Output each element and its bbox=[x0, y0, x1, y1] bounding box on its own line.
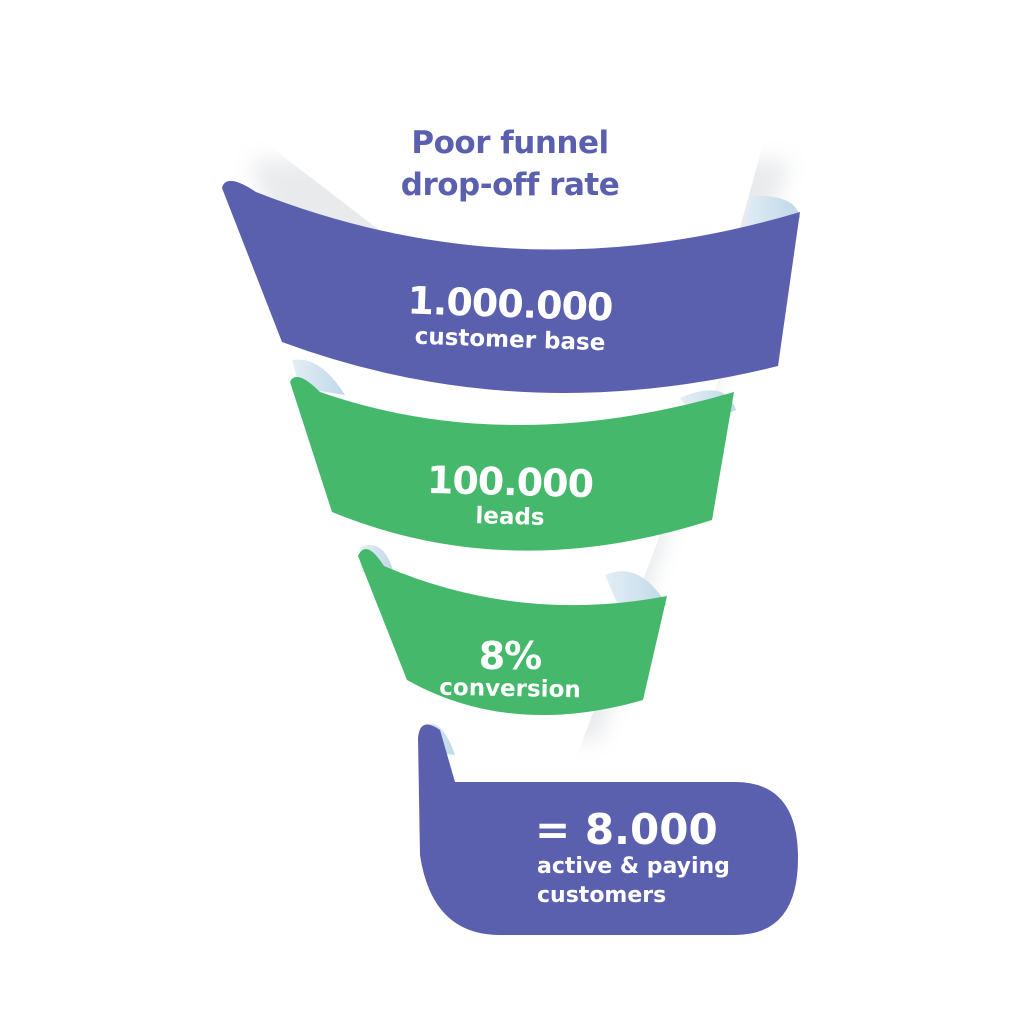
stage-value-conversion: 8% bbox=[478, 634, 543, 678]
stage-caption-result: active & paying customers bbox=[537, 852, 730, 910]
stage-band-customer-base bbox=[222, 180, 800, 393]
title-line-1: Poor funnel bbox=[411, 125, 609, 161]
result-caption-line-1: active & paying bbox=[537, 854, 730, 879]
stage-value-result: = 8.000 bbox=[535, 805, 718, 854]
result-caption-line-2: customers bbox=[537, 883, 667, 908]
stage-band-leads bbox=[290, 376, 734, 551]
stage-band-result bbox=[418, 724, 798, 935]
funnel-title: Poor funnel drop-off rate bbox=[380, 122, 640, 206]
stage-caption-conversion: conversion bbox=[439, 674, 581, 704]
stage-band-conversion bbox=[358, 548, 667, 716]
title-line-2: drop-off rate bbox=[400, 167, 620, 203]
